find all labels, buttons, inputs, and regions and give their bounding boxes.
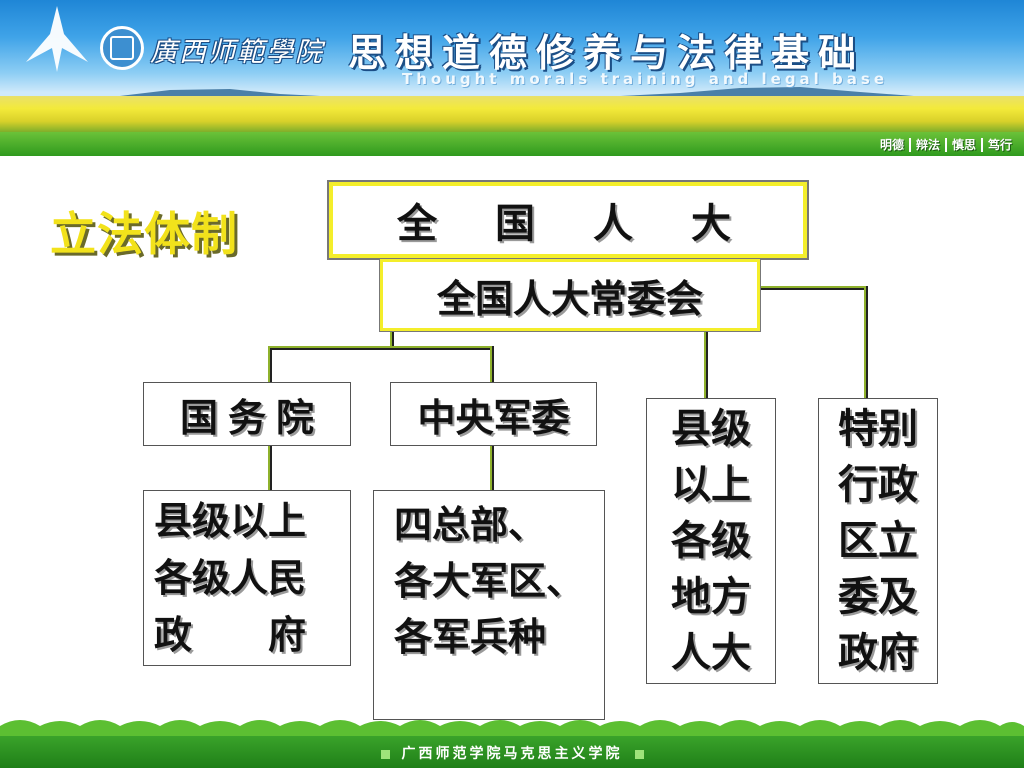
node-local-peoples-congresses: 县级以上各级地方人大 — [646, 398, 776, 684]
menu-item-mingde[interactable]: 明德 — [879, 138, 904, 152]
footer-bar — [0, 736, 1024, 768]
node-label: 全国人大常委会 — [436, 276, 703, 321]
node-npc-standing-committee: 全国人大常委会 — [380, 259, 760, 331]
grass-decoration — [0, 720, 1024, 738]
node-central-military-commission: 中央军委 — [390, 382, 597, 446]
flower-field — [0, 96, 1024, 132]
course-subtitle: Thought morals training and legal base — [402, 70, 888, 88]
footer-text: 广西师范学院马克思主义学院 — [401, 746, 623, 762]
node-label: 县级以上 各级人民 政 府 — [154, 498, 307, 657]
node-label: 国务院 — [179, 395, 324, 440]
footer: 广西师范学院马克思主义学院 — [0, 743, 1024, 763]
node-label: 特别行政区立委及政府 — [838, 406, 918, 676]
menu-divider — [980, 137, 983, 152]
menu-strip: 明德 辩法 慎思 笃行 — [0, 132, 1024, 156]
top-menu: 明德 辩法 慎思 笃行 — [876, 135, 1016, 154]
menu-item-duxing[interactable]: 笃行 — [987, 138, 1012, 152]
connector-npcsc-to-branches — [268, 320, 494, 384]
node-label: 县级以上各级地方人大 — [671, 406, 751, 676]
node-pla-headquarters: 四总部、 各大军区、 各军兵种 — [373, 490, 605, 720]
square-bullet-icon — [634, 749, 644, 759]
node-special-administrative-regions: 特别行政区立委及政府 — [818, 398, 938, 684]
menu-item-bianfa[interactable]: 辩法 — [915, 138, 940, 152]
node-local-governments: 县级以上 各级人民 政 府 — [143, 490, 351, 666]
menu-divider — [908, 137, 911, 152]
course-title: 思想道德修养与法律基础 — [348, 31, 866, 75]
school-name: 廣西师範學院 — [150, 37, 324, 68]
section-title: 立法体制 — [50, 207, 238, 261]
node-label: 全国人大 — [397, 200, 789, 247]
menu-divider — [944, 137, 947, 152]
campus-tower-icon — [26, 6, 88, 72]
header-banner: 廣西师範學院 思想道德修养与法律基础 Thought morals traini… — [0, 0, 1024, 132]
node-national-peoples-congress: 全国人大 — [329, 182, 807, 258]
connector-npcsc-to-sar — [758, 286, 868, 400]
node-label: 四总部、 各大军区、 各军兵种 — [393, 503, 584, 659]
node-label: 中央军委 — [417, 395, 570, 440]
school-seal-icon — [100, 26, 144, 70]
menu-item-shensi[interactable]: 慎思 — [951, 138, 976, 152]
node-state-council: 国务院 — [143, 382, 351, 446]
square-bullet-icon — [380, 749, 390, 759]
